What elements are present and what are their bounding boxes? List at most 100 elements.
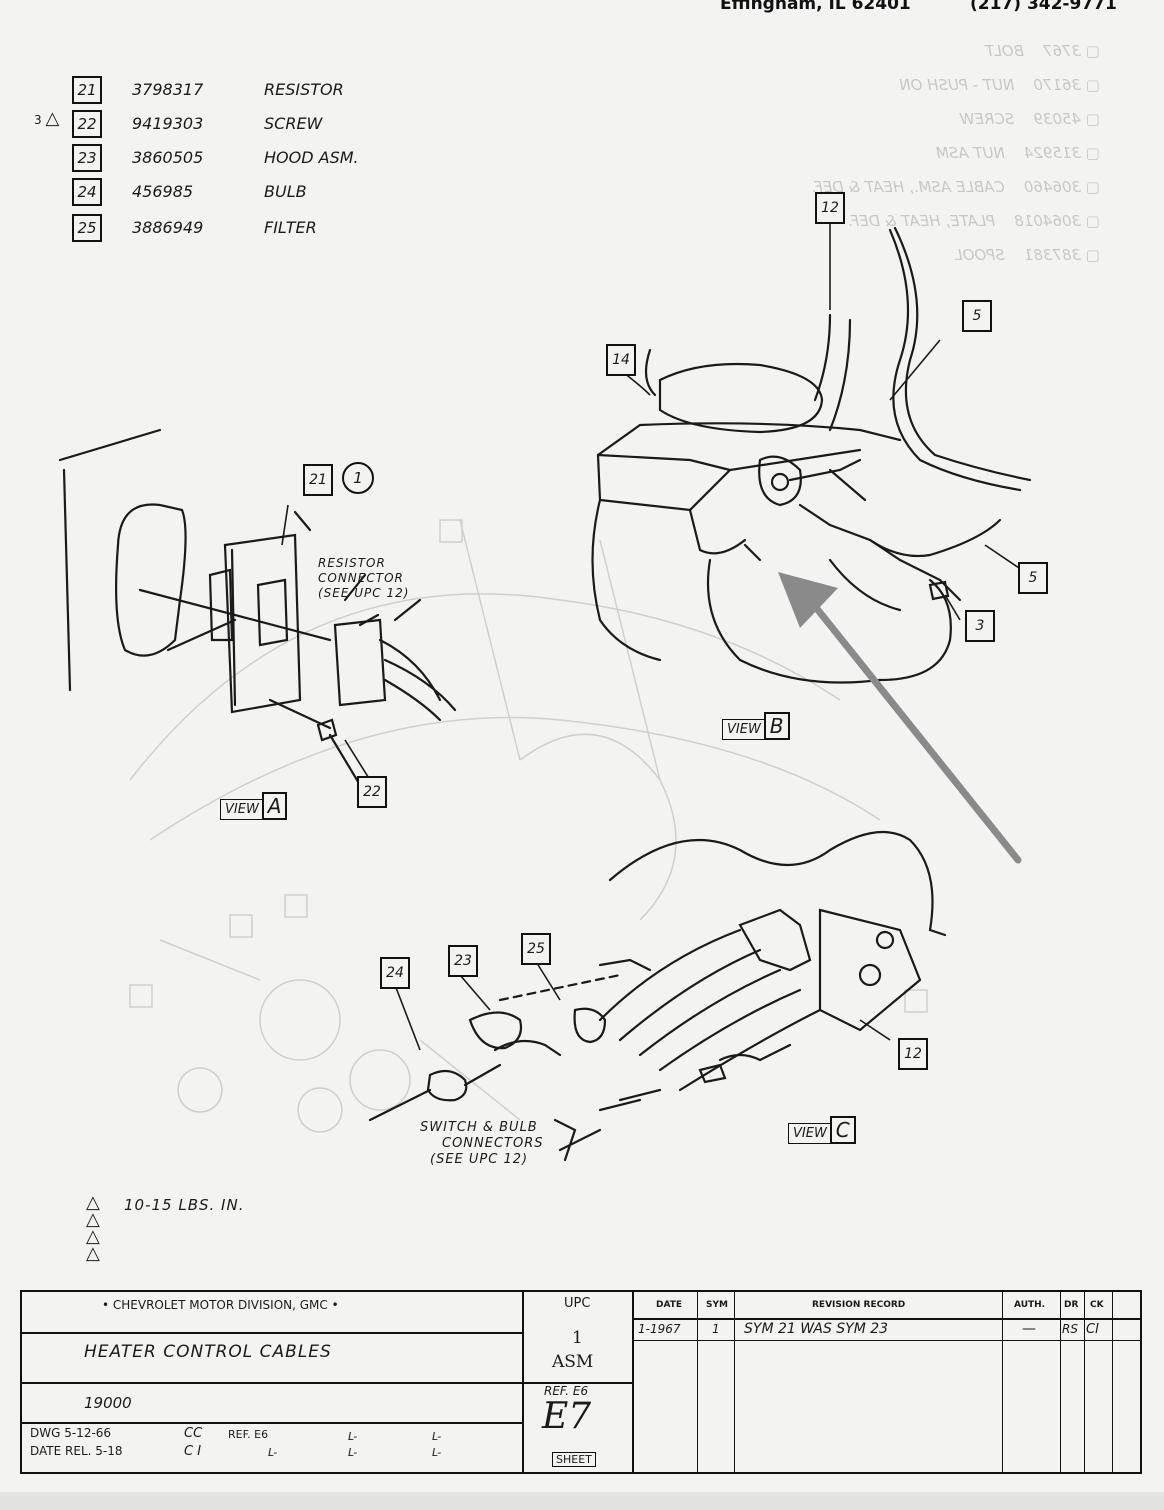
model-number: 19000 <box>84 1394 132 1412</box>
part-number: 9419303 <box>132 114 204 133</box>
part-number: 3798317 <box>132 80 204 99</box>
ref-label: REF. E6 <box>544 1384 589 1398</box>
view-word: VIEW <box>722 719 766 740</box>
divider <box>1084 1292 1085 1472</box>
divider <box>1002 1292 1003 1472</box>
view-letter: C <box>829 1116 856 1144</box>
rev-header-dr: DR <box>1064 1300 1079 1310</box>
resistor-connector-note: RESISTOR CONNECTOR (SEE UPC 12) <box>318 556 409 601</box>
callout-14: 14 <box>606 344 636 376</box>
callout-circle-1: 1 <box>342 462 374 494</box>
page-edge <box>0 1492 1164 1510</box>
note-line: CONNECTOR <box>318 571 404 585</box>
divider <box>632 1318 1140 1320</box>
callout-21: 21 <box>303 464 333 496</box>
torque-mark: 3 △ <box>34 108 59 129</box>
part-number: 456985 <box>132 182 194 201</box>
part-number: 3886949 <box>132 218 204 237</box>
note-line: (SEE UPC 12) <box>430 1152 529 1167</box>
date-rel: DATE REL. 5-18 <box>30 1444 123 1458</box>
rev-record: SYM 21 WAS SYM 23 <box>744 1321 889 1337</box>
view-word: VIEW <box>788 1123 832 1144</box>
view-letter: A <box>261 792 288 820</box>
rev-dr: RS <box>1062 1322 1078 1336</box>
upc-box: 24 <box>72 178 102 206</box>
date-initials: C I <box>184 1444 202 1459</box>
rev-header-date: DATE <box>656 1300 683 1310</box>
callout-5-right: 5 <box>1018 562 1048 594</box>
view-b-heater <box>591 226 1032 684</box>
view-word: VIEW <box>220 799 264 820</box>
callout-12-view-c: 12 <box>898 1038 928 1070</box>
blank-l: L- <box>268 1446 278 1459</box>
rev-header-ck: CK <box>1090 1300 1104 1310</box>
divider <box>632 1292 634 1472</box>
note-line: SWITCH & BULB <box>420 1120 538 1135</box>
note-line: RESISTOR <box>318 556 386 570</box>
warning-triangle-icon: △△△△ <box>86 1192 100 1264</box>
warning-triangle-icon: △ <box>45 108 60 129</box>
part-description: BULB <box>264 182 307 201</box>
ref-e6-small: REF. E6 <box>228 1428 269 1441</box>
callout-25: 25 <box>521 933 551 965</box>
callout-3: 3 <box>965 610 995 642</box>
switch-bulb-note: SWITCH & BULB CONNECTORS (SEE UPC 12) <box>420 1120 544 1168</box>
part-number: 3860505 <box>132 148 204 167</box>
divider <box>22 1422 522 1424</box>
divider <box>22 1382 522 1384</box>
divider <box>1112 1292 1113 1472</box>
ref-big: E7 <box>542 1396 592 1437</box>
part-description: HOOD ASM. <box>264 148 359 167</box>
part-description: RESISTOR <box>264 80 344 99</box>
callout-24: 24 <box>380 957 410 989</box>
ghost-drawing <box>129 519 928 1133</box>
rev-header-record: REVISION RECORD <box>812 1300 906 1310</box>
rev-auth: — <box>1022 1321 1036 1337</box>
divider <box>632 1340 1140 1341</box>
upc-value: 1 <box>572 1328 583 1348</box>
division-label: • CHEVROLET MOTOR DIVISION, GMC • <box>102 1298 339 1312</box>
callout-23: 23 <box>448 945 478 977</box>
rev-header-sym: SYM <box>706 1300 728 1310</box>
divider <box>734 1292 735 1472</box>
header-city: Effingham, IL 62401 <box>720 0 911 14</box>
divider <box>522 1382 632 1384</box>
upc-box: 23 <box>72 144 102 172</box>
title-block: • CHEVROLET MOTOR DIVISION, GMC • HEATER… <box>20 1290 1142 1474</box>
drawing-title: HEATER CONTROL CABLES <box>84 1342 332 1362</box>
rev-ck: CI <box>1086 1322 1099 1337</box>
part-description: SCREW <box>264 114 323 133</box>
torque-legend: △△△△ 10-15 LBS. IN. <box>86 1192 243 1264</box>
note-line: (SEE UPC 12) <box>318 586 410 600</box>
dwg-initials: CC <box>184 1426 203 1441</box>
view-c-switch <box>368 830 947 1162</box>
header-phone: (217) 342-9771 <box>970 0 1117 14</box>
rev-date: 1-1967 <box>638 1322 681 1336</box>
upc-box: 25 <box>72 214 102 242</box>
upc-box: 21 <box>72 76 102 104</box>
upc-box: 22 <box>72 110 102 138</box>
asm-label: ASM <box>552 1352 594 1372</box>
sheet-label: SHEET <box>552 1452 596 1467</box>
pointer-arrow <box>778 572 1022 864</box>
callout-5: 5 <box>962 300 992 332</box>
view-letter: B <box>763 712 790 740</box>
divider <box>697 1292 698 1472</box>
callout-22: 22 <box>357 776 387 808</box>
leader-lines <box>281 215 1023 1051</box>
rev-sym: 1 <box>712 1322 720 1336</box>
note-line: CONNECTORS <box>442 1136 544 1151</box>
dwg-date: DWG 5-12-66 <box>30 1426 112 1440</box>
torque-note: 10-15 LBS. IN. <box>124 1196 245 1214</box>
divider <box>22 1332 522 1334</box>
blank-l: L- <box>432 1446 442 1459</box>
divider <box>1060 1292 1061 1472</box>
rev-header-auth: AUTH. <box>1014 1300 1046 1310</box>
blank-l: L- <box>432 1430 442 1443</box>
blank-l: L- <box>348 1446 358 1459</box>
view-a-resistor <box>58 428 457 787</box>
